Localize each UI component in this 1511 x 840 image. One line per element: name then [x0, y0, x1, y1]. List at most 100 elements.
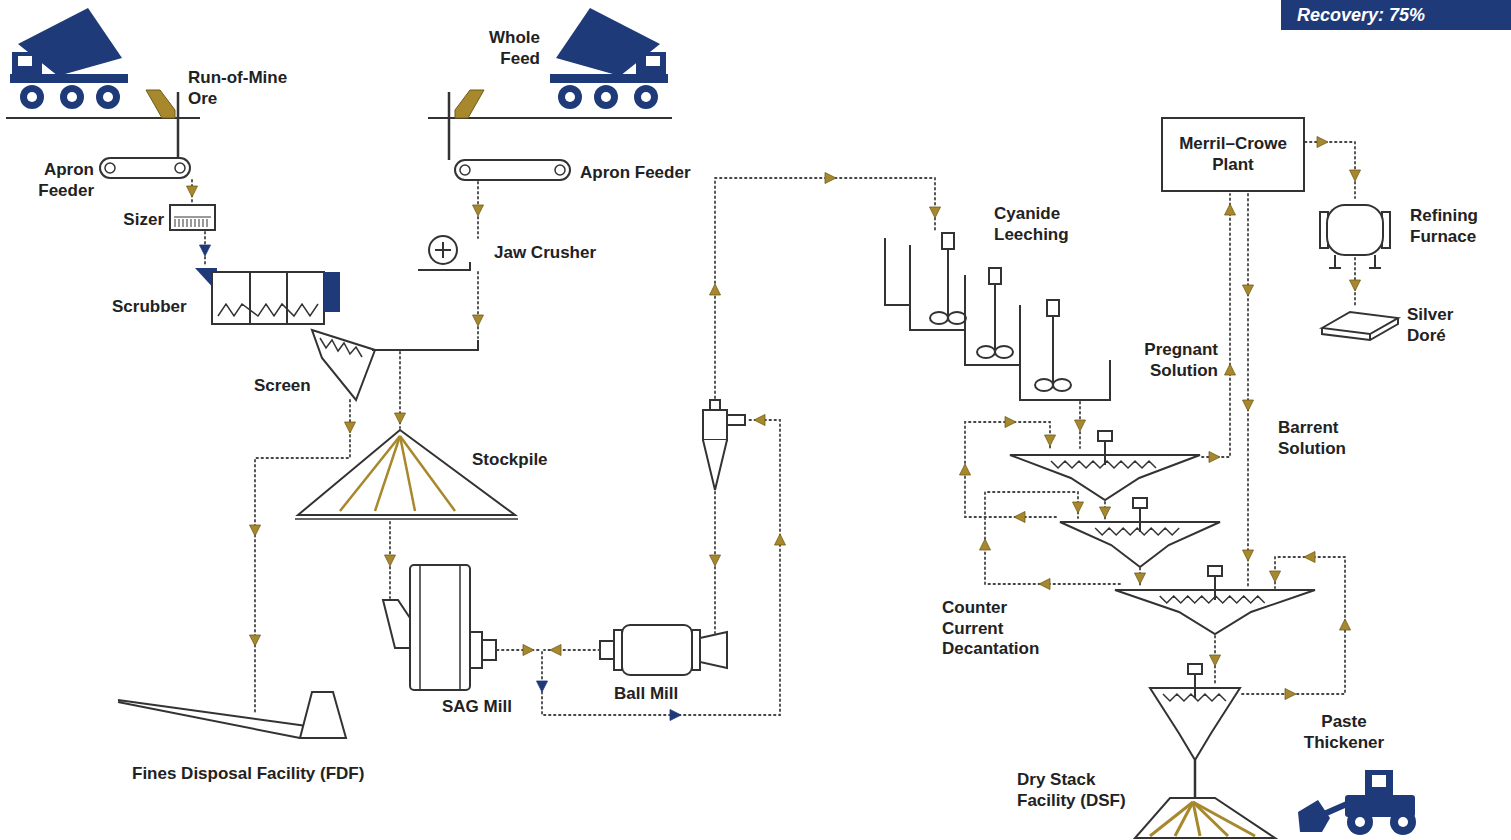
conveyor — [372, 340, 478, 350]
truck-hub — [27, 92, 37, 102]
agitator-impeller — [930, 312, 948, 324]
sizer-teeth — [203, 219, 204, 227]
sizer-teeth — [174, 217, 211, 218]
loader-cab — [1365, 770, 1393, 797]
dump-truck — [550, 8, 668, 109]
agitator-impeller — [995, 346, 1013, 358]
agitator-drive — [1047, 300, 1059, 316]
box-text: Merril–Crowe Plant — [1171, 134, 1295, 175]
cyclone-inlet — [727, 415, 745, 425]
scrubber-lifters — [218, 304, 318, 316]
fdf-bin — [300, 692, 346, 738]
flow-arrowhead — [523, 645, 534, 656]
truck-wheel — [96, 85, 120, 109]
equipment-label: Ball Mill — [612, 684, 706, 705]
equipment-label: Barrent Solution — [1276, 418, 1362, 459]
truck-window — [646, 56, 660, 66]
equipment-label: Dry Stack Facility (DSF) — [1015, 770, 1147, 811]
truck-wheel — [20, 85, 44, 109]
equipment-label: Counter Current Decantation — [940, 598, 1052, 660]
dry-stack-pile — [1135, 798, 1275, 838]
sag-mill-flange — [459, 565, 461, 690]
flow-arrowhead — [1225, 364, 1236, 375]
flow-arrowhead — [710, 555, 721, 566]
flow-arrowhead — [385, 555, 396, 566]
truck-hub — [601, 92, 611, 102]
stockpile-stripe — [375, 436, 400, 511]
thickener-rake — [1160, 596, 1265, 603]
flow-line — [542, 420, 780, 715]
agitator-shaft — [1052, 316, 1054, 385]
sizer-teeth — [199, 219, 200, 227]
dump-hopper — [146, 90, 175, 118]
agitator-impeller — [1035, 379, 1053, 391]
flow-line — [965, 422, 1056, 517]
truck-wheel — [558, 85, 582, 109]
flow-arrowhead — [1243, 400, 1254, 411]
flow-arrowhead — [1317, 137, 1328, 148]
loader-window — [1372, 775, 1386, 787]
feeder-pulley — [175, 163, 185, 173]
ball-mill-trunnion — [600, 641, 614, 659]
equipment-label: Fines Disposal Facility (FDF) — [130, 764, 404, 785]
truck-wheel — [60, 85, 84, 109]
thickener-rake — [1095, 528, 1179, 535]
flow-line — [1305, 142, 1355, 198]
flow-arrowhead — [1243, 285, 1254, 296]
agitator-shaft — [994, 284, 996, 352]
hopper-post — [177, 92, 180, 158]
sizer-teeth — [183, 219, 184, 227]
truck-wheel — [594, 85, 618, 109]
flow-arrowhead — [980, 539, 991, 550]
scrubber-drum — [212, 272, 324, 324]
cyclone-barrel — [703, 410, 727, 440]
stockpile-stripe — [400, 436, 455, 511]
equipment-label: Whole Feed — [462, 28, 542, 69]
flow-arrowhead — [1225, 204, 1236, 215]
flow-arrowhead — [710, 284, 721, 295]
truck-cab — [12, 52, 42, 76]
equipment-art — [6, 8, 1416, 838]
flow-arrowhead — [550, 645, 561, 656]
wheel-loader — [1298, 770, 1416, 835]
flow-arrowhead — [345, 422, 356, 433]
dry-stack-stripe — [1193, 802, 1255, 836]
flow-arrowhead — [960, 464, 971, 475]
cyclone-cone — [703, 440, 727, 490]
truck-hub — [103, 92, 113, 102]
equipment-label: Silver Doré — [1405, 305, 1469, 346]
sizer-teeth — [179, 219, 180, 227]
ball-mill-head — [614, 630, 622, 670]
feeder-pulley — [555, 165, 565, 175]
flow-arrowhead — [754, 415, 765, 426]
scrubber-divider — [286, 272, 288, 324]
truck-wheel — [634, 85, 658, 109]
flow-arrowhead — [1243, 550, 1254, 561]
equipment-label: Cyanide Leeching — [992, 204, 1078, 245]
truck-hub — [565, 92, 575, 102]
leach-tank-wall — [1020, 305, 1110, 400]
flow-line — [1247, 194, 1249, 588]
sag-discharge — [482, 640, 496, 660]
sizer-body — [170, 205, 215, 230]
dump-hopper — [455, 90, 484, 118]
stockpile-base — [295, 518, 518, 520]
loader-hub — [1398, 817, 1408, 827]
flow-arrowhead — [1350, 170, 1361, 181]
thickener-shaft — [1104, 441, 1106, 465]
sizer-teeth — [187, 219, 188, 227]
truck-cab — [636, 52, 666, 76]
flow-arrowhead — [250, 635, 261, 646]
flow-arrowhead — [1014, 512, 1025, 523]
flow-arrowhead — [1350, 280, 1361, 291]
flow-arrowhead — [1340, 619, 1351, 630]
agitator-impeller — [977, 346, 995, 358]
recovery-banner: Recovery: 75% — [1281, 0, 1511, 30]
truck-hub — [641, 92, 651, 102]
thickener-shaft — [1214, 576, 1216, 600]
flow-arrowhead — [1005, 417, 1016, 428]
thickener-rake — [1051, 461, 1156, 468]
equipment-label: Run-of-Mine Ore — [186, 68, 302, 109]
